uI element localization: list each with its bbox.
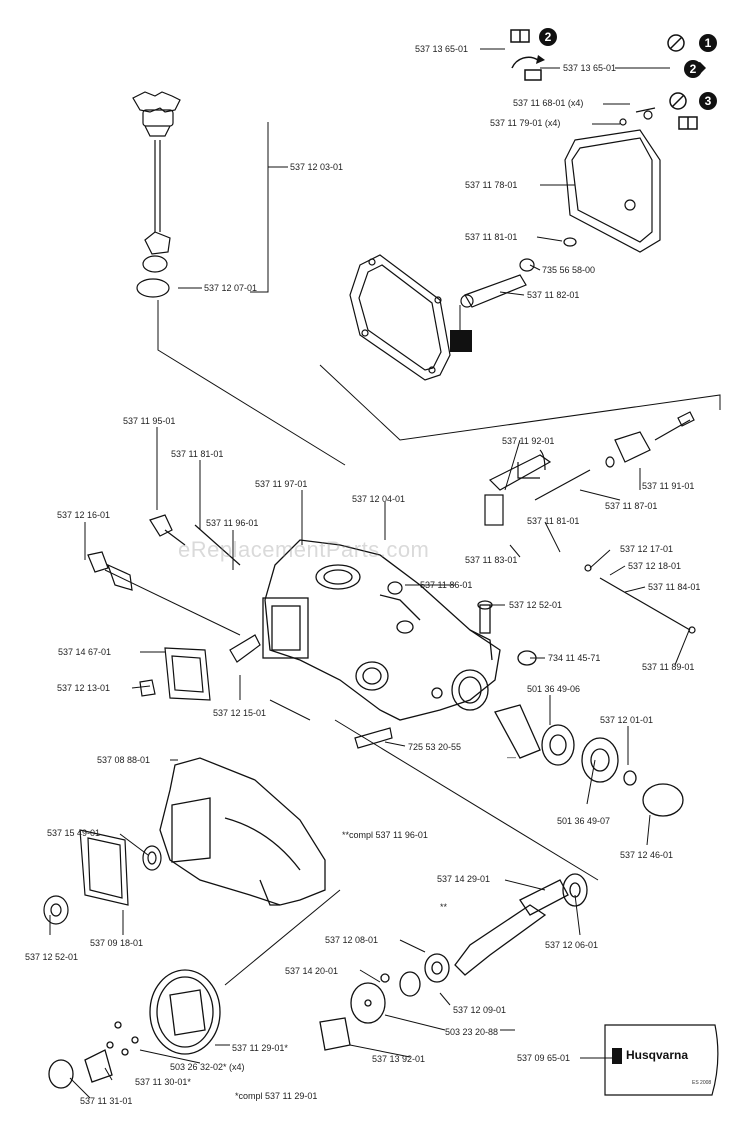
part-label: 537 09 18-01	[90, 938, 144, 948]
part-label: 537 12 06-01	[545, 940, 599, 950]
part-label: 537 11 31-01	[80, 1096, 133, 1106]
part-label: 537 12 09-01	[453, 1005, 507, 1015]
part-label: 537 12 15-01	[213, 708, 267, 718]
footnote-compl-96: **compl 537 11 96-01	[342, 830, 428, 840]
part-label: 537 12 46-01	[620, 850, 674, 860]
part-label: 537 11 81-01	[465, 232, 518, 242]
part-label: 537 13 92-01	[372, 1054, 426, 1064]
part-label: 537 11 91-01	[642, 481, 695, 491]
part-label: 735 56 58-00	[542, 265, 596, 275]
part-label: 537 11 92-01	[502, 436, 555, 446]
decal-ref: ES 2008	[692, 1080, 712, 1086]
part-label: 537 11 82-01	[527, 290, 580, 300]
part-label: 537 08 88-01	[97, 755, 151, 765]
part-label: 501 36 49-06	[527, 684, 581, 694]
part-label: 537 11 68-01 (x4)	[513, 98, 584, 108]
step-badge-2-mid: 2	[684, 60, 702, 78]
part-label: 537 09 65-01	[517, 1053, 571, 1063]
part-label: 537 11 29-01*	[232, 1043, 288, 1053]
part-label: 725 53 20-55	[408, 742, 462, 752]
part-label: 501 36 49-07	[557, 816, 611, 826]
part-label: 537 11 96-01	[206, 518, 259, 528]
part-label: 734 11 45-71	[548, 653, 601, 663]
part-label: 537 11 89-01	[642, 662, 695, 672]
part-label: 537 11 97-01	[255, 479, 308, 489]
part-label: 537 11 87-01	[605, 501, 658, 511]
step-badge-3: 3	[699, 92, 717, 110]
footnote-compl-29: *compl 537 11 29-01	[235, 1091, 318, 1101]
step-badge-1: 1	[699, 34, 717, 52]
part-label: 537 14 20-01	[285, 966, 339, 976]
part-label: 537 11 78-01	[465, 180, 518, 190]
part-label: 537 11 83-01	[465, 555, 518, 565]
step-badge-2-top: 2	[539, 28, 557, 46]
part-label: 537 11 84-01	[648, 582, 701, 592]
part-label: 537 14 67-01	[58, 647, 112, 657]
part-label: 537 12 18-01	[628, 561, 682, 571]
part-label: 537 11 86-01	[420, 580, 473, 590]
part-label: 537 12 07-01	[204, 283, 258, 293]
part-label: 503 23 20-88	[445, 1027, 499, 1037]
part-label: 537 11 81-01	[171, 449, 224, 459]
watermark-text: eReplacementParts.com	[178, 537, 430, 562]
part-label: 537 12 01-01	[600, 715, 654, 725]
part-label: 537 11 81-01	[527, 516, 580, 526]
part-label: 537 13 65-01	[563, 63, 617, 73]
double-star-mark: **	[440, 902, 448, 912]
part-label: 537 15 49-01	[47, 828, 101, 838]
part-label: 537 11 95-01	[123, 416, 176, 426]
part-label: 537 12 13-01	[57, 683, 111, 693]
part-label: 537 12 08-01	[325, 935, 379, 945]
part-label: 537 12 16-01	[57, 510, 111, 520]
part-label: 537 12 17-01	[620, 544, 674, 554]
dash-mark: —	[507, 752, 516, 762]
part-label: 537 11 30-01*	[135, 1077, 191, 1087]
part-label: 537 11 79-01 (x4)	[490, 118, 561, 128]
part-label: 537 12 52-01	[25, 952, 79, 962]
part-label: 503 26 32-02* (x4)	[170, 1062, 245, 1072]
part-label: 537 14 29-01	[437, 874, 491, 884]
part-label: 537 12 52-01	[509, 600, 563, 610]
part-label: 537 13 65-01	[415, 44, 469, 54]
decal-brand: Husqvarna	[626, 1048, 689, 1062]
part-label: 537 12 04-01	[352, 494, 406, 504]
part-label: 537 12 03-01	[290, 162, 344, 172]
